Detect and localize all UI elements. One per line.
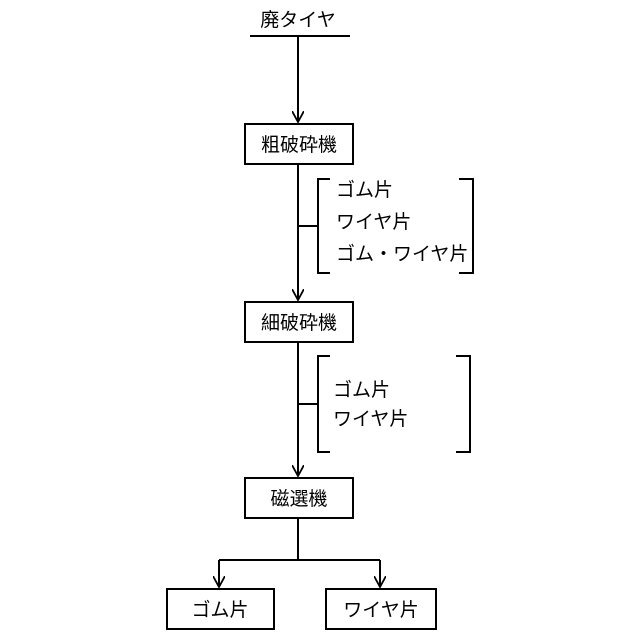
wire-product-node: ワイヤ片 bbox=[326, 589, 436, 629]
coarse-output-item: ワイヤ片 bbox=[336, 211, 411, 233]
fine-output-item: ゴム片 bbox=[333, 379, 390, 401]
fine-crusher-label: 細破砕機 bbox=[261, 312, 337, 334]
magnetic-separator-label: 磁選機 bbox=[270, 488, 327, 510]
fine-output-bracket-left bbox=[318, 356, 330, 452]
coarse-output-bracket-left bbox=[318, 179, 330, 273]
fine-crusher-node: 細破砕機 bbox=[245, 302, 353, 342]
coarse-output-item: ゴム片 bbox=[336, 179, 393, 201]
fine-output-bracket-right bbox=[456, 356, 470, 452]
input-label: 廃タイヤ bbox=[260, 9, 335, 31]
wire-product-label: ワイヤ片 bbox=[343, 599, 418, 621]
fine-output-item: ワイヤ片 bbox=[333, 408, 408, 430]
magnetic-separator-node: 磁選機 bbox=[245, 478, 353, 518]
coarse-crusher-node: 粗破砕機 bbox=[245, 124, 353, 164]
rubber-product-node: ゴム片 bbox=[167, 589, 274, 629]
rubber-product-label: ゴム片 bbox=[191, 599, 248, 621]
coarse-output-item: ゴム・ワイヤ片 bbox=[336, 243, 468, 265]
coarse-crusher-label: 粗破砕機 bbox=[261, 134, 337, 156]
